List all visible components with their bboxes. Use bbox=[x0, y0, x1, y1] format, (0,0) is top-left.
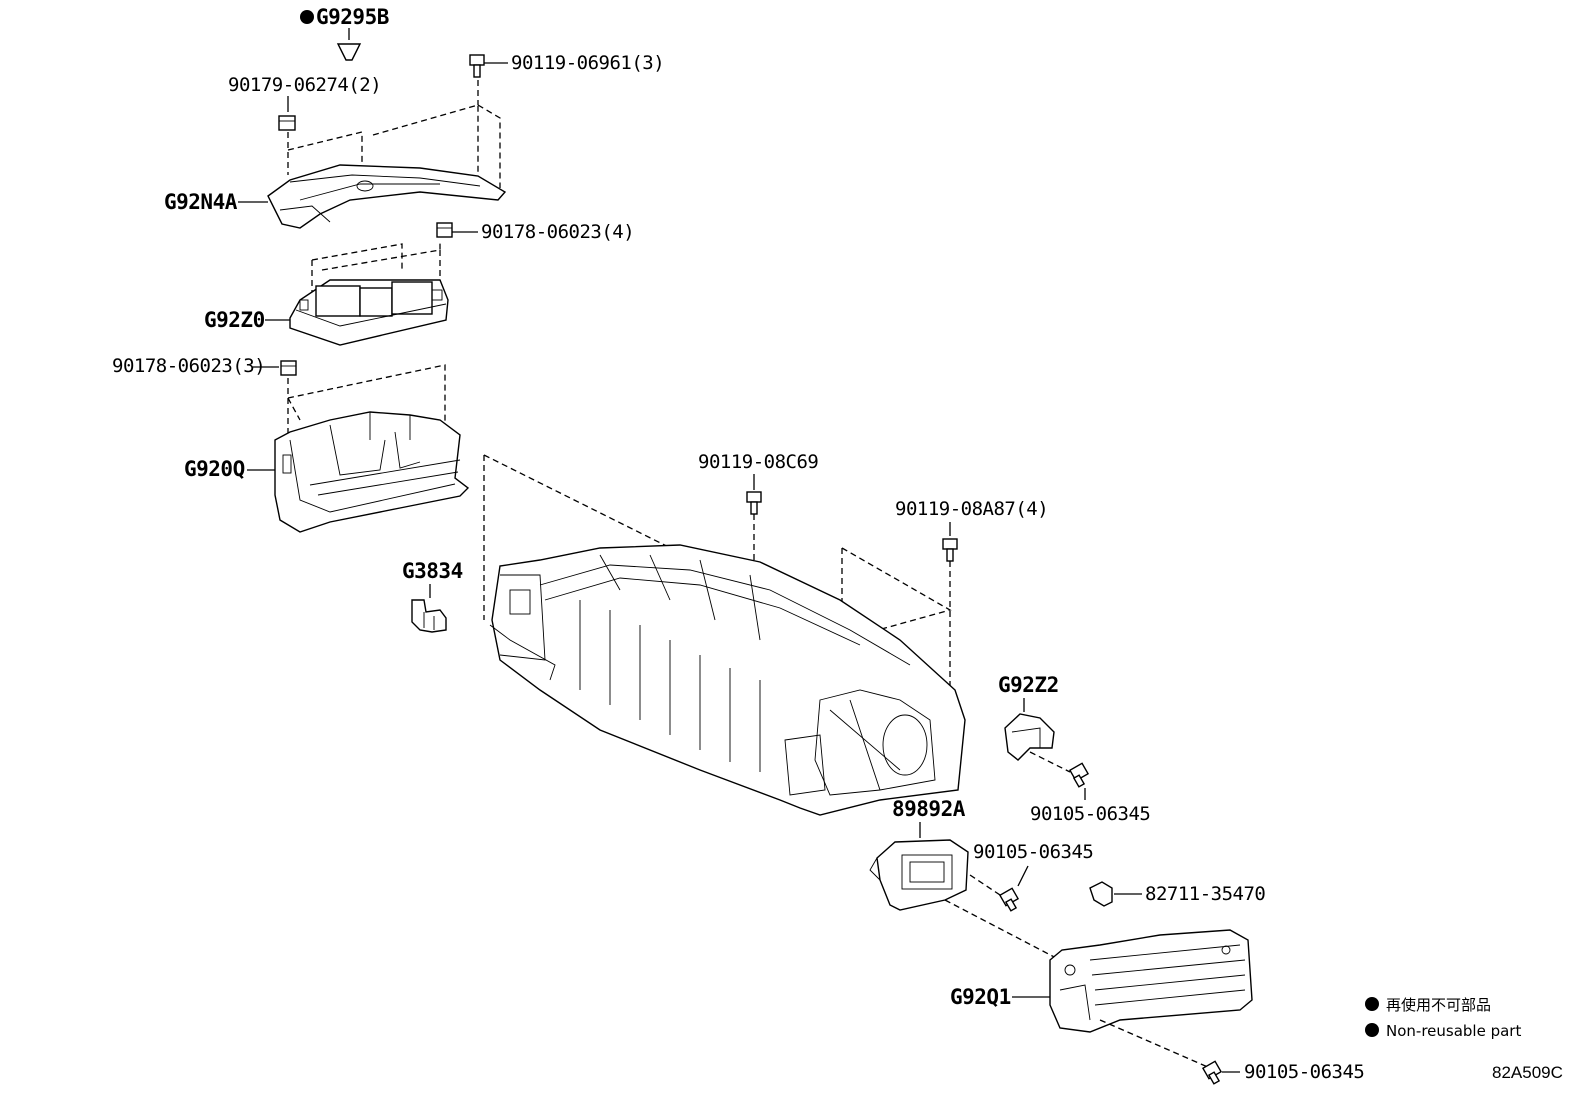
g92n4a-cover bbox=[267, 80, 507, 229]
label-g92z0: G92Z0 bbox=[204, 308, 265, 332]
g92q1-duct bbox=[1049, 929, 1253, 1033]
label-90178-06023-3: 90178-06023(3) bbox=[112, 355, 265, 377]
g92z0-relay-block bbox=[289, 240, 449, 346]
label-g3834: G3834 bbox=[402, 559, 463, 583]
bolt-icon bbox=[998, 887, 1020, 912]
label-90178-06023-4: 90178-06023(4) bbox=[481, 221, 634, 243]
legend: 再使用不可部品 Non-reusable part bbox=[1365, 996, 1521, 1040]
label-g9295b: G9295B bbox=[316, 5, 389, 29]
bolt-icon bbox=[942, 538, 958, 562]
legend-bullet-icon bbox=[1365, 1023, 1379, 1037]
label-90105-06345-b: 90105-06345 bbox=[973, 841, 1093, 863]
legend-bullet-icon bbox=[1365, 997, 1379, 1011]
legend-line-2: Non-reusable part bbox=[1386, 1022, 1521, 1040]
label-90119-08c69: 90119-08C69 bbox=[698, 451, 818, 473]
g9295b-clip bbox=[300, 10, 362, 61]
nut-icon bbox=[278, 115, 296, 131]
label-g92q1: G92Q1 bbox=[950, 985, 1011, 1009]
legend-line-1: 再使用不可部品 bbox=[1386, 996, 1491, 1014]
label-g92n4a: G92N4A bbox=[164, 190, 238, 214]
bolt-icon bbox=[746, 491, 762, 515]
label-g92z2: G92Z2 bbox=[998, 673, 1059, 697]
bolt-icon bbox=[1068, 762, 1090, 788]
89892a-ecu bbox=[869, 839, 969, 911]
g92z2-bracket bbox=[1004, 713, 1055, 761]
label-90119-08a87: 90119-08A87(4) bbox=[895, 498, 1048, 520]
diagram-code: 82A509C bbox=[1492, 1063, 1563, 1082]
label-90105-06345-c: 90105-06345 bbox=[1244, 1061, 1364, 1083]
label-90119-06961: 90119-06961(3) bbox=[511, 52, 664, 74]
label-90105-06345-a: 90105-06345 bbox=[1030, 803, 1150, 825]
nut-icon bbox=[280, 360, 297, 376]
label-89892a: 89892A bbox=[892, 797, 966, 821]
label-90179-06274: 90179-06274(2) bbox=[228, 74, 381, 96]
bolt-icon bbox=[469, 54, 485, 78]
g920q-bracket bbox=[274, 364, 470, 533]
nut-icon bbox=[436, 222, 453, 238]
82711-clip bbox=[1089, 881, 1113, 907]
label-g920q: G920Q bbox=[184, 457, 245, 481]
bolt-icon bbox=[1201, 1060, 1223, 1085]
g3834-sensor bbox=[411, 599, 447, 633]
hv-battery-assembly bbox=[483, 454, 966, 816]
label-82711-35470: 82711-35470 bbox=[1145, 883, 1265, 905]
